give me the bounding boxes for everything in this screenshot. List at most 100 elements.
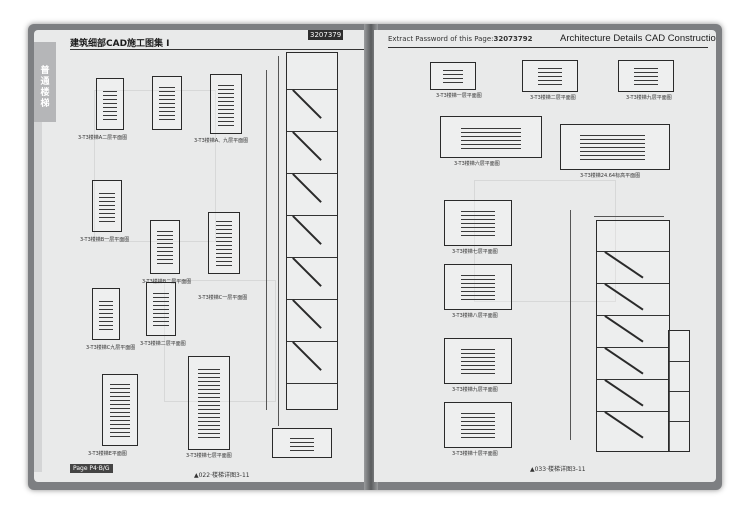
plan-caption: 3-T3楼梯24.64标高平面图 [580, 173, 641, 179]
stair-plan [444, 338, 512, 384]
stair-plan [208, 212, 240, 274]
dimension-line [266, 70, 267, 410]
stair-flight [604, 411, 644, 439]
stair-hatch [460, 411, 496, 439]
stair-plan [146, 282, 176, 336]
stair-hatch [98, 298, 114, 330]
header-rule [388, 47, 708, 48]
section-tab: 普通楼梯 [40, 66, 50, 109]
plan-caption: 3-T3楼梯二层平面图 [140, 341, 186, 347]
stair-flight [604, 315, 644, 343]
stair-plan [92, 288, 120, 340]
plan-caption: 3-T3楼梯九层平面图 [452, 387, 498, 393]
stair-section-annex [668, 330, 690, 452]
plan-caption: 3-T3楼梯E平面图 [88, 451, 127, 457]
stair-hatch [217, 81, 235, 127]
stair-hatch [580, 133, 646, 161]
section-band: 普通楼梯 [34, 42, 56, 122]
plan-caption: 3-T3楼梯九层平面图 [626, 95, 672, 101]
stair-plan [618, 60, 674, 92]
plan-caption: 3-T3楼梯B一层平面图 [80, 237, 130, 243]
stair-section [596, 220, 670, 452]
floor-line [669, 391, 689, 392]
right-page-header: Architecture Details CAD Construction At… [560, 33, 716, 44]
show-through [474, 180, 616, 302]
floor-line [597, 347, 669, 348]
right-page: Extract Password of this Page:32073792 A… [374, 30, 716, 482]
stair-section [286, 52, 338, 410]
floor-line [597, 283, 669, 284]
stair-flight [604, 251, 644, 279]
floor-line [287, 215, 337, 216]
stair-plan [92, 180, 122, 232]
password-label: Extract Password of this Page: [388, 35, 494, 43]
stair-flight [292, 173, 322, 203]
stair-hatch [153, 292, 169, 326]
stair-hatch [110, 383, 130, 437]
left-page: 普通楼梯 建筑细部CAD施工图集 Ⅰ 3207379 3-T3楼梯A二层平面图 … [34, 30, 370, 482]
password-line: Extract Password of this Page:32073792 [388, 35, 532, 43]
plan-caption: 3-T3楼梯C一层平面图 [198, 295, 248, 301]
page-number: ▲033·楼梯详图3-11 [530, 466, 586, 473]
stair-plan [210, 74, 242, 134]
page-number: ▲022·楼梯详图3-11 [194, 472, 250, 479]
stair-hatch [634, 67, 658, 85]
floor-line [287, 341, 337, 342]
header-rule [70, 49, 365, 50]
stair-plan [560, 124, 670, 170]
floor-line [287, 131, 337, 132]
stair-plan [444, 200, 512, 246]
dimension-line [570, 210, 571, 440]
floor-line [597, 411, 669, 412]
floor-line [287, 383, 337, 384]
show-through [94, 90, 216, 242]
page-edge-strip [34, 122, 42, 472]
plan-caption: 3-T3楼梯A、九层平面图 [194, 138, 249, 144]
stair-flight [604, 379, 644, 407]
plan-caption: 3-T3楼梯七层平面图 [186, 453, 232, 459]
corner-tab: Page P4·B/G [70, 464, 113, 473]
stair-flight [292, 257, 322, 287]
password-code: 32073792 [493, 35, 533, 43]
stair-flight [292, 215, 322, 245]
stair-hatch [443, 68, 463, 84]
book-spread: 普通楼梯 建筑细部CAD施工图集 Ⅰ 3207379 3-T3楼梯A二层平面图 … [28, 24, 722, 490]
plan-caption: 3-T3楼梯十层平面图 [452, 451, 498, 457]
floor-line [597, 251, 669, 252]
plan-caption: 3-T3楼梯C九层平面图 [86, 345, 136, 351]
stair-hatch [102, 88, 118, 120]
stair-hatch [157, 230, 173, 264]
stair-plan [272, 428, 332, 458]
dimension-line [594, 216, 664, 217]
stair-hatch [99, 190, 115, 222]
plan-caption: 3-T3楼梯八层平面图 [452, 313, 498, 319]
floor-line [597, 379, 669, 380]
stair-plan [430, 62, 476, 90]
floor-line [287, 257, 337, 258]
floor-line [669, 421, 689, 422]
plan-caption: 3-T3楼梯二层平面图 [530, 95, 576, 101]
plan-caption: 3-T3楼梯七层平面图 [452, 249, 498, 255]
floor-line [287, 173, 337, 174]
floor-line [287, 89, 337, 90]
stair-flight [292, 131, 322, 161]
plan-caption: 3-T3楼梯六层平面图 [454, 161, 500, 167]
stair-hatch [159, 86, 175, 120]
stair-plan [522, 60, 578, 92]
stair-plan [102, 374, 138, 446]
plan-caption: 3-T3楼梯一层平面图 [436, 93, 482, 99]
stair-hatch [197, 368, 221, 438]
password-strip: 3207379 [308, 30, 344, 40]
stair-hatch [215, 220, 233, 266]
dimension-line [278, 56, 279, 426]
stair-plan [440, 116, 542, 158]
stair-hatch [538, 67, 562, 85]
stair-flight [292, 341, 322, 371]
stair-flight [604, 347, 644, 375]
floor-line [597, 315, 669, 316]
floor-line [287, 299, 337, 300]
stair-hatch [460, 347, 496, 375]
stair-plan [96, 78, 124, 130]
stair-hatch [461, 125, 521, 149]
stair-flight [292, 89, 322, 119]
